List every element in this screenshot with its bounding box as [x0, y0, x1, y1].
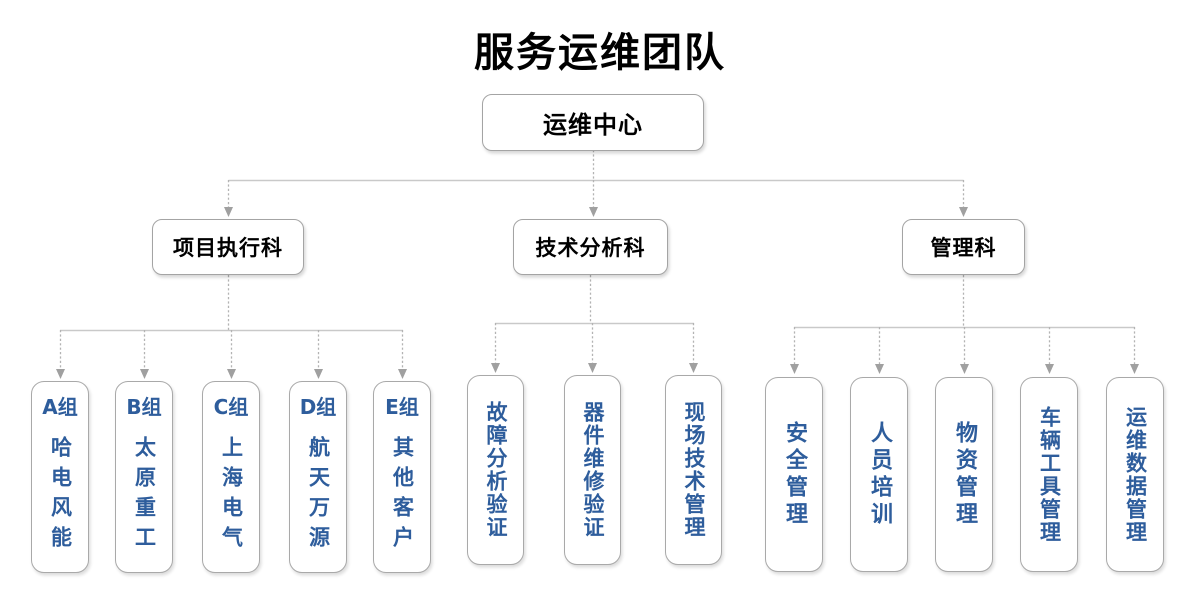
node-root-label: 运维中心	[543, 111, 643, 139]
leaf-label: 器件维修验证	[581, 401, 605, 539]
leaf-label: 车辆工具管理	[1037, 405, 1062, 544]
leaf-group-c: C组 上海电气	[202, 381, 260, 573]
leaf-label: 安全管理	[782, 420, 807, 529]
leaf-group-tag: D组	[299, 395, 337, 419]
leaf-om-data-management: 运维数据管理	[1106, 377, 1164, 572]
leaf-label: 物资管理	[952, 420, 977, 529]
leaf-group-b: B组 太原重工	[115, 381, 173, 573]
leaf-material-management: 物资管理	[935, 377, 993, 572]
node-section-management: 管理科	[902, 219, 1025, 275]
connector-section3-to-leaves	[790, 275, 1139, 374]
leaf-label: 运维数据管理	[1123, 405, 1148, 544]
leaf-group-tag: C组	[213, 395, 249, 419]
leaf-group-tag: B组	[126, 395, 162, 419]
leaf-label: 人员培训	[867, 420, 892, 529]
leaf-label: 太原重工	[132, 436, 157, 556]
connector-root-to-sections	[224, 150, 968, 217]
leaf-safety-management: 安全管理	[765, 377, 823, 572]
node-root: 运维中心	[482, 94, 704, 151]
leaf-label: 现场技术管理	[682, 401, 706, 539]
leaf-label: 航天万源	[306, 436, 331, 556]
leaf-group-tag: A组	[42, 395, 78, 419]
connector-section1-to-leaves	[56, 275, 407, 379]
leaf-fault-analysis: 故障分析验证	[467, 375, 524, 565]
node-section-label: 管理科	[930, 236, 997, 260]
leaf-group-a: A组 哈电风能	[31, 381, 89, 573]
node-section-label: 项目执行科	[173, 236, 283, 260]
leaf-group-tag: E组	[385, 395, 419, 419]
leaf-personnel-training: 人员培训	[850, 377, 908, 572]
leaf-component-repair: 器件维修验证	[564, 375, 621, 565]
node-section-label: 技术分析科	[535, 236, 646, 260]
leaf-label: 故障分析验证	[484, 401, 508, 539]
node-section-technical-analysis: 技术分析科	[513, 219, 668, 275]
page-title: 服务运维团队	[474, 30, 726, 76]
leaf-label: 哈电风能	[48, 436, 73, 556]
leaf-group-d: D组 航天万源	[289, 381, 347, 573]
leaf-label: 其他客户	[390, 436, 415, 556]
leaf-vehicle-tool-management: 车辆工具管理	[1020, 377, 1078, 572]
leaf-label: 上海电气	[219, 436, 244, 556]
node-section-project-execution: 项目执行科	[152, 219, 304, 275]
leaf-field-tech-management: 现场技术管理	[665, 375, 722, 565]
leaf-group-e: E组 其他客户	[373, 381, 431, 573]
connector-section2-to-leaves	[491, 275, 698, 373]
